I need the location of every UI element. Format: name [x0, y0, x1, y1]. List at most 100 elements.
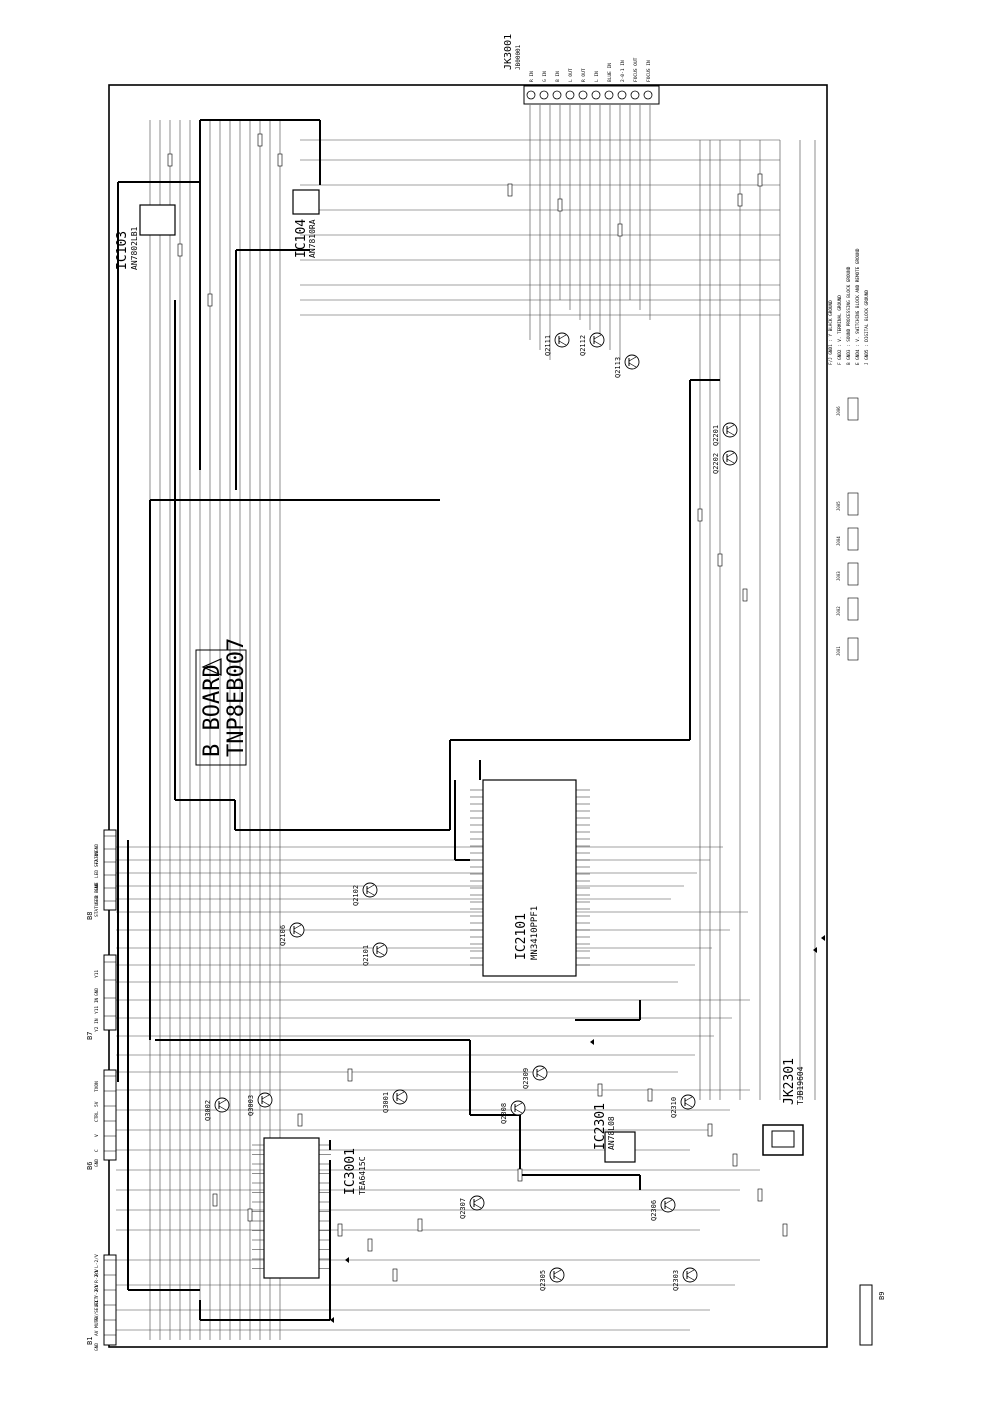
jumper-symbol: [847, 527, 859, 551]
transistor-emitter: [684, 1102, 693, 1108]
transistor-ref: Q2305: [539, 1270, 547, 1291]
resistor-symbol: [597, 1083, 603, 1097]
jk3001-body: [523, 85, 660, 105]
resistor-symbol: [277, 153, 283, 167]
board-outline: [108, 84, 828, 1348]
transistor-ref: Q2102: [352, 885, 360, 906]
jk2301-ref: JK2301: [782, 1058, 797, 1105]
connector-pin-label: LED STATUS: [94, 851, 100, 878]
jk3001-ref: JK3001: [503, 34, 514, 70]
board-title-block: B BOARD TNP8EB007: [195, 638, 249, 766]
connector-pin-label: GND: [94, 883, 100, 891]
transistor-collector: [514, 1102, 523, 1108]
board-part-no: TNP8EB007: [224, 638, 249, 757]
transistor-ref: Q2112: [579, 335, 587, 356]
bus-lines: [117, 119, 720, 1321]
transistor-ref: Q2111: [544, 335, 552, 356]
connector-pin-label: 5V: [94, 1101, 100, 1107]
connector-pin-label: C: [94, 1149, 100, 1152]
connector-pin-label: GND: [94, 988, 100, 996]
resistor-symbol: [742, 588, 748, 602]
jumper-label: J002: [836, 606, 841, 616]
jk2301-part: TJB19604: [796, 1066, 805, 1105]
resistor-symbol: [617, 223, 623, 237]
jumper-symbol: [847, 397, 859, 421]
title-frame: [195, 649, 247, 766]
ic2301-part: AN78L08: [607, 1116, 616, 1150]
transistor-ref: Q2113: [614, 357, 622, 378]
ic2101-body: [482, 779, 577, 977]
transistor-symbol: [214, 1097, 230, 1113]
connector-b7-body: [103, 954, 117, 1031]
resistor-symbol: [517, 1168, 523, 1182]
resistor-symbol: [417, 1218, 423, 1232]
resistor-symbol: [697, 508, 703, 522]
resistor-symbol: [732, 1153, 738, 1167]
transistor-emitter: [726, 458, 735, 464]
connector-pin-label: GND: [94, 1343, 100, 1351]
ic3001-part: TEA6415C: [358, 1156, 367, 1195]
jk3001-part: JB00001: [515, 44, 522, 70]
transistor-collector: [536, 1067, 545, 1073]
jumper-label: J005: [836, 501, 841, 511]
ground-note: F/J GND1 : Y BLACK GROUND: [828, 300, 834, 365]
connector-pin-label: Y11 IN: [94, 997, 100, 1014]
resistor-symbol: [177, 243, 183, 257]
connector-pin-label: CTRL: [94, 1111, 100, 1122]
transistor-ref: Q3001: [382, 1092, 390, 1113]
scart-pin-label: R IN: [529, 71, 535, 82]
ic104-body: [292, 189, 320, 215]
ground-note: B GND3 : SOUND PROCESSING BLOCK GROUND: [846, 266, 852, 365]
transistor-emitter: [376, 950, 385, 956]
transistor-symbol: [510, 1100, 526, 1116]
resistor-symbol: [507, 183, 513, 197]
ic3001: IC3001 TEA6415C: [263, 1137, 367, 1279]
connector-b7-ref: B7: [86, 1032, 94, 1040]
connector-pin-label: GND: [94, 1159, 100, 1167]
jumper-label: J003: [836, 571, 841, 581]
scart-pin-label: L OUT: [568, 68, 574, 82]
resistor-symbol: [757, 1188, 763, 1202]
transistor-symbol: [682, 1267, 698, 1283]
resistor-symbol: [347, 1068, 353, 1082]
signal-arrow-icon: [330, 1317, 334, 1323]
transistor-collector: [473, 1197, 482, 1203]
ground-note: J GND5 : DIGITAL BLOCK GROUND: [864, 290, 870, 365]
transistor-emitter: [553, 1275, 562, 1281]
signal-arrow-icon: [590, 1039, 594, 1045]
transistor-emitter: [558, 340, 567, 346]
connector-pin-label: Y11: [94, 970, 100, 978]
wiring: [116, 105, 816, 1340]
transistor-collector: [684, 1096, 693, 1102]
transistor-collector: [686, 1269, 695, 1275]
transistor-collector: [664, 1199, 673, 1205]
transistor-ref: Q2308: [500, 1103, 508, 1124]
transistor-symbol: [554, 332, 570, 348]
resistor-symbol: [392, 1268, 398, 1282]
transistor-symbol: [722, 422, 738, 438]
ic104: IC104 AN7810RA: [292, 189, 320, 258]
transistor-emitter: [664, 1205, 673, 1211]
resistor-symbol: [167, 153, 173, 167]
ic103-body: [139, 204, 176, 236]
transistor-symbol: [372, 942, 388, 958]
transistor-ref: Q2310: [670, 1097, 678, 1118]
transistor-emitter: [261, 1100, 270, 1106]
scart-pin: [539, 90, 549, 100]
caution-icon: [201, 658, 222, 676]
scart-pin: [604, 90, 614, 100]
transistor-emitter: [514, 1108, 523, 1114]
connector-b8-body: [103, 829, 117, 911]
transistor-ref: Q2106: [279, 925, 287, 946]
connector-pin-label: V: [94, 1134, 100, 1137]
transistor-ref: Q2303: [672, 1270, 680, 1291]
jk2301-socket: [771, 1130, 795, 1148]
ic3001-ref: IC3001: [343, 1148, 358, 1195]
connector-pin-label: Y2 IN: [94, 1018, 100, 1032]
